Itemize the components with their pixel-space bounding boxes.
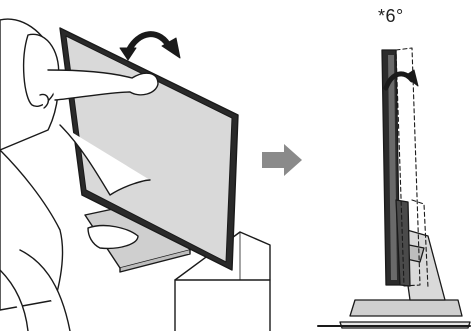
side-monitor-tilted-outline bbox=[395, 47, 429, 289]
left-scene bbox=[0, 18, 271, 332]
tilt-angle-label: *6° bbox=[378, 6, 404, 26]
person bbox=[0, 18, 159, 332]
table bbox=[174, 231, 271, 332]
right-arrow-icon bbox=[262, 144, 302, 176]
right-scene bbox=[317, 47, 471, 329]
rotate-arrow-icon bbox=[119, 31, 181, 61]
side-monitor bbox=[381, 49, 411, 287]
side-base bbox=[317, 299, 471, 329]
tilt-arrow-icon bbox=[383, 69, 419, 91]
